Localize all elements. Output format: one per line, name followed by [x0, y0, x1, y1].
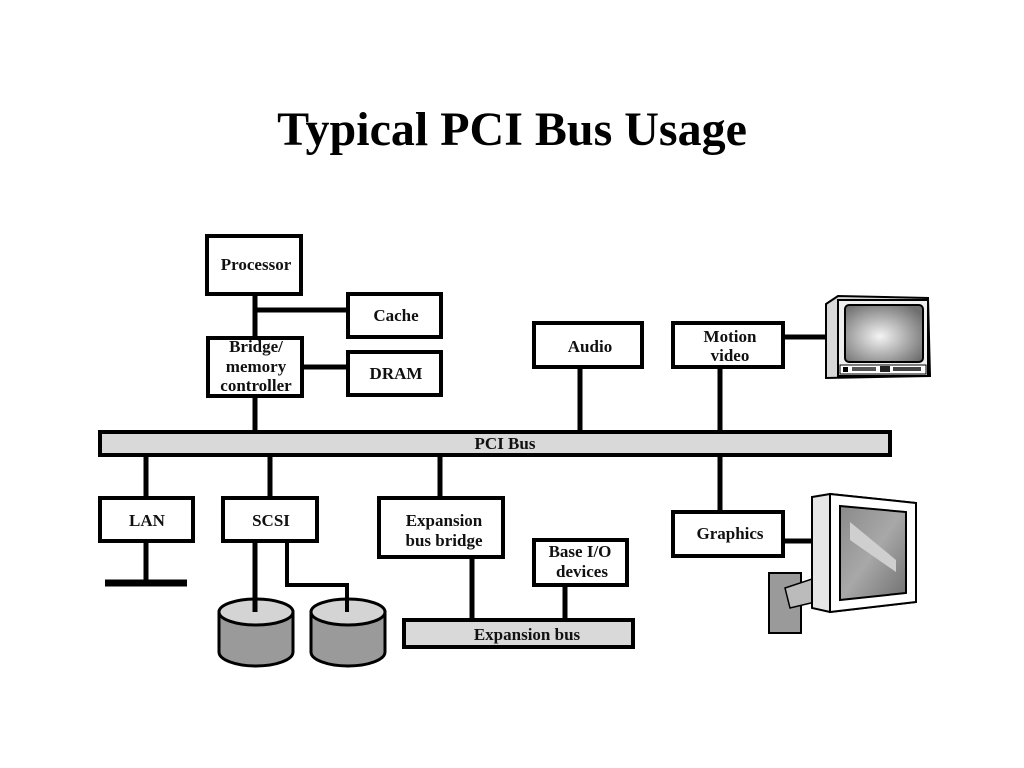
motion-video-label-line2: video — [711, 346, 750, 365]
base-io-label-line2: devices — [556, 562, 608, 581]
pci-bus[interactable] — [98, 430, 892, 457]
processor-label: Processor — [221, 255, 292, 274]
cache-box[interactable] — [346, 292, 443, 339]
cache-label: Cache — [373, 306, 419, 325]
lan-label: LAN — [129, 511, 166, 530]
graphics-box[interactable] — [671, 510, 785, 558]
base-io-label-line1: Base I/O — [549, 542, 612, 561]
expansion-bridge-label-line2: bus bridge — [406, 531, 483, 550]
disk-drive-icon — [217, 597, 295, 668]
expansion-bus-bridge-box[interactable] — [377, 496, 505, 559]
dram-box[interactable] — [346, 350, 443, 397]
scsi-box[interactable] — [221, 496, 319, 543]
dram-label: DRAM — [370, 364, 423, 383]
expansion-bridge-label-line1: Expansion — [406, 511, 483, 530]
audio-label: Audio — [568, 337, 612, 356]
base-io-devices-box[interactable] — [532, 538, 629, 587]
flat-panel-monitor-icon — [768, 492, 917, 634]
crt-monitor-icon — [825, 294, 932, 380]
bridge-label-line2: memory — [226, 357, 287, 376]
bridge-label-line1: Bridge/ — [229, 337, 283, 356]
disk-drive-icon — [309, 597, 387, 668]
motion-video-box[interactable] — [671, 321, 785, 369]
page-title: Typical PCI Bus Usage — [277, 103, 747, 156]
expansion-bus-label: Expansion bus — [474, 625, 581, 644]
motion-video-label-line1: Motion — [704, 327, 757, 346]
pci-bus-label: PCI Bus — [475, 434, 536, 453]
graphics-label: Graphics — [696, 524, 763, 543]
bridge-label-line3: controller — [220, 376, 292, 395]
expansion-bus[interactable] — [402, 618, 635, 649]
audio-box[interactable] — [532, 321, 644, 369]
scsi-label: SCSI — [252, 511, 290, 530]
lan-box[interactable] — [98, 496, 195, 543]
connectors — [105, 294, 830, 620]
bridge-memory-controller-box[interactable] — [206, 336, 304, 398]
processor-box[interactable] — [205, 234, 303, 296]
